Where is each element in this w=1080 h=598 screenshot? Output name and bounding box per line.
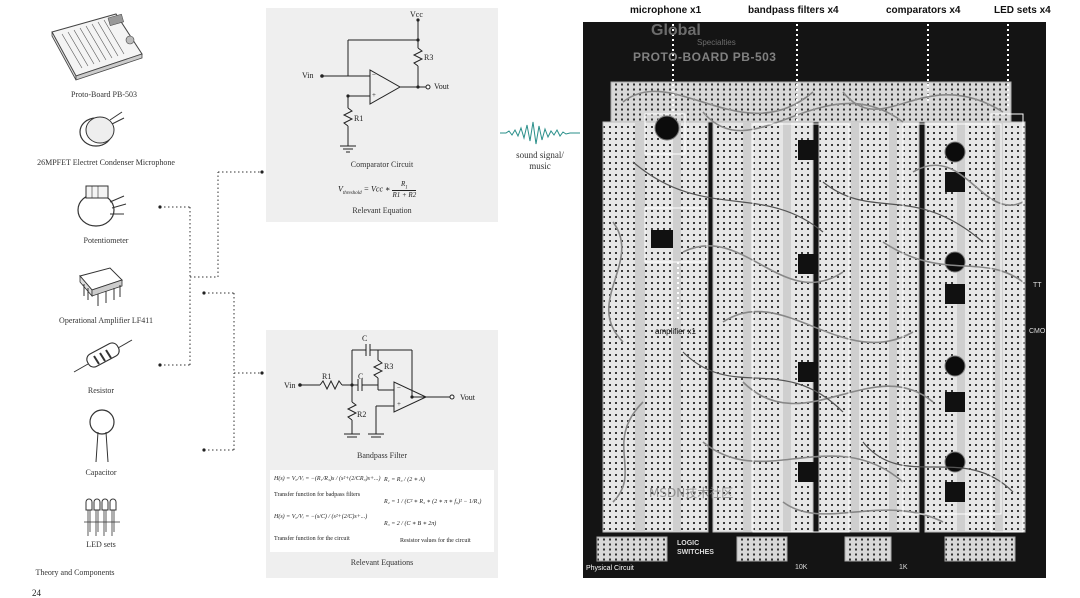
comparator-vout-label: Vout	[434, 82, 449, 91]
label-bandpass-filters: bandpass filters x4	[748, 5, 839, 16]
r1-equation: R₁ = R₃ / (2 ∗ A)	[384, 477, 425, 483]
label-microphone: microphone x1	[630, 5, 702, 16]
bandpass-r3-label: R3	[384, 362, 394, 371]
brand-sub-text: Specialties	[697, 38, 736, 47]
bandpass-equations-box: H(s) = V₀/Vᵢ = −(R₁/R₃)s / (s²+(2/CR₃)s+…	[270, 470, 494, 552]
sound-wave-icon	[500, 121, 580, 145]
board-name-text: PROTO-BOARD PB-503	[633, 50, 777, 64]
led-set-illustration	[84, 498, 120, 536]
bandpass-vin-label: Vin	[284, 381, 296, 390]
section-title: Theory and Components	[35, 568, 115, 577]
label-led-sets: LED sets x4	[994, 5, 1051, 16]
resistor-illustration	[73, 339, 133, 373]
bandpass-caption: Bandpass Filter	[357, 451, 407, 460]
r-caption: Resistor values for the circuit	[400, 538, 471, 544]
h2-equation: H(s) = V₀/Vᵢ = −(s/C) / (s²+(2/C)s+...)	[274, 514, 368, 520]
label-comparators: comparators x4	[886, 5, 961, 16]
capacitor-caption: Capacitor	[85, 468, 117, 477]
capacitor-illustration	[89, 409, 115, 463]
side-text-2: CMO	[1029, 328, 1046, 335]
resistor-caption: Resistor	[87, 386, 115, 395]
bandpass-plus-label: +	[397, 400, 401, 408]
led-set-caption: LED sets	[86, 540, 116, 549]
r2-equation: R₂ = 1 / (C² ∗ R₃ ∗ (2 ∗ π ∗ f₀)² − 1/R₁…	[384, 499, 482, 505]
watermark-text: MSDN技术社区	[649, 486, 734, 500]
page-number: 24	[32, 588, 41, 598]
eq-num: R1	[392, 180, 417, 192]
eq-rhs: = Vcc ∗	[363, 184, 391, 194]
switches-text: SWITCHES	[677, 549, 714, 556]
h1-caption: Transfer function for badpass filters	[274, 492, 361, 498]
eq-v: V	[338, 184, 343, 194]
eq-sub: threshold	[342, 191, 362, 197]
r3-equation: R₃ = 2 / (C ∗ B ∗ 2π)	[384, 521, 437, 527]
sound-label-1: sound signal/	[516, 150, 564, 160]
k10-text: 10K	[795, 564, 808, 571]
sound-label-2: music	[529, 161, 551, 171]
h1-equation: H(s) = V₀/Vᵢ = −(R₁/R₃)s / (s²+(2/CR₃)s+…	[274, 476, 381, 482]
comparator-r1-label: R1	[354, 114, 364, 123]
bandpass-minus-label: −	[397, 384, 401, 392]
amplifier-label: amplifier x1	[655, 327, 696, 336]
bandpass-equations-caption: Relevant Equations	[350, 558, 414, 567]
bandpass-c-top-label: C	[362, 334, 368, 343]
comparator-schematic	[320, 18, 431, 153]
comparator-equation-caption: Relevant Equation	[352, 206, 412, 215]
potentiometer-caption: Potentiometer	[83, 236, 129, 245]
physical-circuit-caption: Physical Circuit	[586, 565, 634, 572]
comparator-minus-label: −	[372, 71, 376, 79]
comparator-vcc-label: Vcc	[410, 10, 423, 19]
bandpass-r1-label: R1	[322, 372, 332, 381]
opamp-illustration	[79, 267, 123, 306]
physical-circuit-photo: Global Specialties PROTO-BOARD PB-503 am…	[583, 22, 1046, 578]
bandpass-c-mid-label: C	[358, 372, 364, 381]
h2-caption: Transfer function for the circuit	[274, 536, 350, 542]
side-text-1: TT	[1033, 282, 1042, 289]
comparator-r3-label: R3	[424, 53, 434, 62]
bandpass-vout-label: Vout	[460, 393, 475, 402]
comparator-caption: Comparator Circuit	[350, 160, 414, 169]
bandpass-schematic	[298, 344, 455, 438]
comparator-panel	[266, 8, 498, 222]
protoboard-caption: Proto-Board PB-503	[71, 90, 137, 99]
bandpass-r2-label: R2	[357, 410, 367, 419]
logic-text: LOGIC	[677, 540, 700, 547]
breadboard-drawing	[583, 22, 1046, 578]
k1-text: 1K	[899, 564, 908, 571]
brand-logo-text: Global	[651, 22, 701, 39]
opamp-caption: Operational Amplifier LF411	[59, 316, 153, 325]
protoboard-illustration	[51, 13, 143, 81]
comparator-vin-label: Vin	[302, 71, 314, 80]
potentiometer-illustration	[77, 185, 127, 227]
microphone-illustration	[79, 111, 125, 147]
eq-den: R1 + R2	[392, 191, 417, 200]
comparator-plus-label: +	[372, 91, 376, 99]
microphone-caption: 26MPFET Electret Condenser Microphone	[37, 158, 175, 167]
comparator-equation: Vthreshold = Vcc ∗ R1 R1 + R2	[338, 180, 417, 200]
